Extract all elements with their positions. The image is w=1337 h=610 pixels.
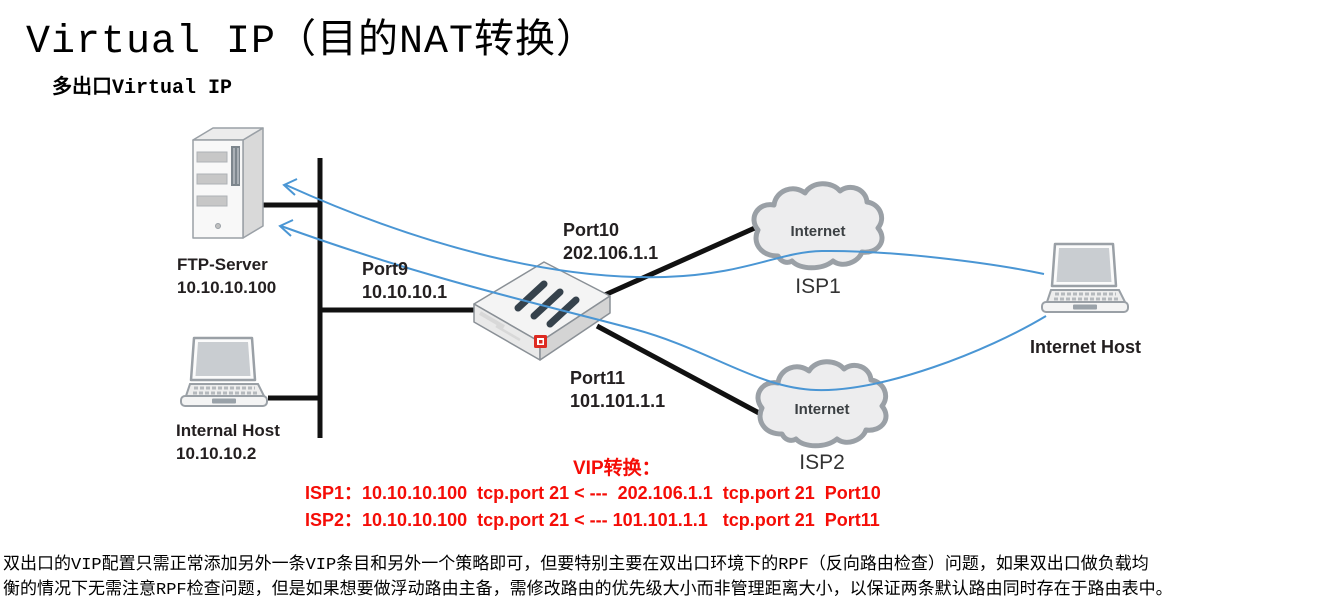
page-subtitle: 多出口Virtual IP — [52, 77, 233, 100]
internet-host-label: Internet Host — [1030, 337, 1142, 357]
ftp-server-icon — [183, 124, 273, 246]
vip-translation-row-isp2: ISP2：10.10.10.100 tcp.port 21 < --- 101.… — [305, 510, 880, 530]
ftp-server-name-label: FTP-Server — [177, 255, 268, 274]
port11-name-label: Port11 — [570, 368, 626, 388]
port9-ip-label: 10.10.10.1 — [362, 282, 448, 302]
internal-host-icon — [176, 334, 272, 414]
isp1-cloud-label: Internet — [790, 223, 846, 240]
note-line-1: 双出口的VIP配置只需正常添加另外一条VIP条目和另外一个策略即可，但要特别主要… — [3, 556, 1149, 575]
flow-via-isp2-line — [280, 225, 1047, 392]
vip-translation-header: VIP转换： — [573, 458, 661, 479]
isp2-cloud-label: Internet — [794, 401, 850, 418]
page-title: Virtual IP（目的NAT转换） — [26, 20, 598, 65]
firewall-logo-icon — [534, 335, 547, 348]
port11-ip-label: 101.101.1.1 — [570, 391, 666, 411]
internal-host-name-label: Internal Host — [176, 421, 280, 440]
flow-arrowhead-isp2-icon — [278, 219, 294, 237]
firewall-icon — [468, 256, 618, 366]
vip-translation-row-isp1: ISP1：10.10.10.100 tcp.port 21 < --- 202.… — [305, 483, 881, 503]
note-line-2: 衡的情况下无需注意RPF检查问题，但是如果想要做浮动路由主备，需修改路由的优先级… — [3, 581, 1173, 600]
isp2-label: ISP2 — [799, 451, 845, 474]
internet-host-icon — [1036, 240, 1134, 320]
internal-host-ip-label: 10.10.10.2 — [176, 444, 257, 463]
isp1-label: ISP1 — [795, 275, 841, 298]
flow-arrowhead-isp1-icon — [282, 178, 298, 196]
port9-name-label: Port9 — [362, 259, 409, 279]
ftp-server-ip-label: 10.10.10.100 — [177, 278, 277, 297]
port10-name-label: Port10 — [563, 220, 620, 240]
port10-ip-label: 202.106.1.1 — [563, 243, 659, 263]
